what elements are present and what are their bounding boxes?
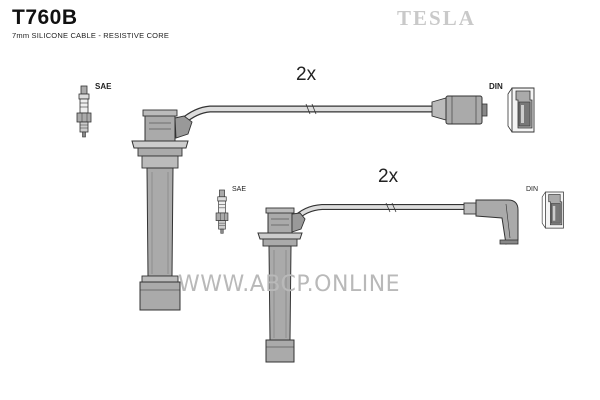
spark-plug-icon bbox=[76, 85, 92, 138]
cable-1-quantity: 2x bbox=[296, 64, 317, 85]
cable-2-quantity: 2x bbox=[378, 166, 399, 187]
cable-1 bbox=[76, 85, 535, 311]
cable-1-plug-label: SAE bbox=[95, 82, 112, 91]
brand-logo: TESLA bbox=[397, 6, 476, 30]
cable-2-connector-label: DIN bbox=[526, 186, 539, 193]
cable-1-connector-label: DIN bbox=[489, 82, 503, 91]
watermark-text: WWW.ABCP.ONLINE bbox=[178, 272, 401, 297]
din-socket-icon bbox=[507, 87, 535, 133]
cable-2 bbox=[215, 189, 564, 363]
cable-description: 7mm SILICONE CABLE - RESISTIVE CORE bbox=[12, 31, 170, 40]
din-socket-icon bbox=[541, 191, 564, 229]
cable-2-plug-label: SAE bbox=[232, 186, 247, 193]
part-number: T760B bbox=[12, 6, 78, 29]
spark-plug-icon bbox=[215, 189, 229, 234]
